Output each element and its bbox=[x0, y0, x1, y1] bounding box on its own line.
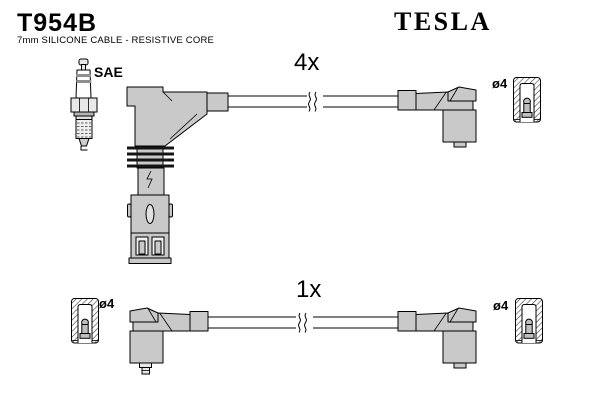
spark-plug-icon bbox=[70, 58, 98, 151]
diameter-label-bottom-right: ø4 bbox=[493, 298, 509, 313]
coil-connector-top-right bbox=[397, 86, 477, 148]
socket-cross-section-icon-top-right bbox=[513, 77, 541, 123]
quantity-label-top: 4x bbox=[294, 49, 319, 76]
brand-logo: TESLA bbox=[394, 7, 492, 36]
bottom-assembly: 1x ø4 ø4 bbox=[71, 276, 543, 375]
socket-cross-section-icon-bottom-left bbox=[71, 298, 99, 344]
coil-connector-bottom-left bbox=[129, 307, 209, 375]
distributor-boot bbox=[126, 86, 229, 264]
sae-label: SAE bbox=[94, 64, 123, 80]
coil-connector-bottom-right bbox=[397, 307, 477, 369]
bottom-cable bbox=[208, 312, 398, 333]
subtitle: 7mm SILICONE CABLE - RESISTIVE CORE bbox=[17, 35, 214, 46]
cable-break-icon bbox=[308, 91, 317, 112]
quantity-label-bottom: 1x bbox=[296, 276, 321, 303]
diameter-label-top-right: ø4 bbox=[492, 76, 508, 91]
socket-cross-section-icon-bottom-right bbox=[515, 298, 543, 344]
top-assembly: 4x SAE bbox=[70, 49, 541, 264]
top-cable bbox=[228, 91, 398, 112]
cable-break-icon bbox=[298, 312, 307, 333]
part-number: T954B bbox=[17, 9, 97, 37]
diameter-label-bottom-left: ø4 bbox=[99, 296, 115, 311]
